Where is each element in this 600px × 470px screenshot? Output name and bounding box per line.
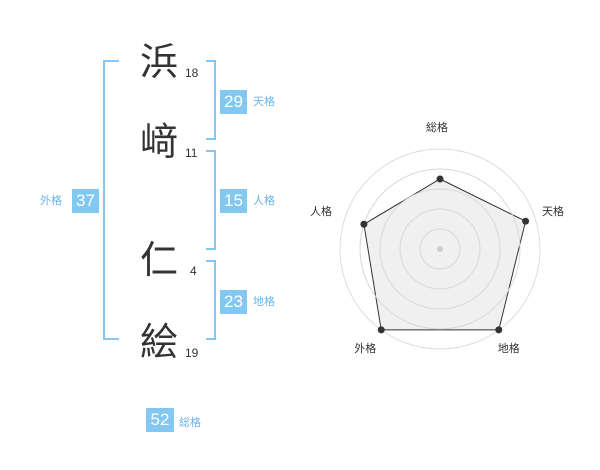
chikaku-value: 23 xyxy=(220,290,247,314)
radar-axis-label-4: 人格 xyxy=(309,205,332,219)
bracket-tenkaku xyxy=(206,60,216,140)
radar-ring-2 xyxy=(399,208,481,290)
gaikaku-label: 外格 xyxy=(40,194,62,207)
stroke-count-4: 19 xyxy=(185,346,199,360)
bracket-gaikaku xyxy=(103,60,119,340)
radar-ring-4 xyxy=(359,168,521,330)
soukaku-label: 総格 xyxy=(179,416,201,429)
chikaku-label: 地格 xyxy=(253,295,275,308)
stroke-count-3: 4 xyxy=(190,264,197,278)
name-char-1: 浜 xyxy=(140,40,179,84)
radar-series xyxy=(363,178,527,331)
jinkaku-label: 人格 xyxy=(253,194,275,207)
name-char-4: 絵 xyxy=(140,320,179,364)
radar-axis-label-0: 総格 xyxy=(426,121,448,134)
bracket-jinkaku xyxy=(206,150,216,250)
radar-ring-1 xyxy=(419,228,461,270)
name-char-2: 﨑 xyxy=(140,120,179,164)
tenkaku-label: 天格 xyxy=(253,95,275,108)
radar-point-0 xyxy=(436,175,444,183)
radar-axis-label-3: 外格 xyxy=(354,341,377,355)
tenkaku-value: 29 xyxy=(220,90,247,114)
radar-center xyxy=(437,246,443,252)
radar-ring-3 xyxy=(379,188,501,310)
gaikaku-value: 37 xyxy=(72,189,99,213)
soukaku-value: 52 xyxy=(146,408,174,432)
stroke-count-1: 18 xyxy=(185,66,199,80)
name-char-3: 仁 xyxy=(140,238,179,282)
radar-point-1 xyxy=(522,217,530,225)
radar-axis-label-1: 天格 xyxy=(542,205,565,219)
jinkaku-value: 15 xyxy=(220,189,247,213)
radar-point-4 xyxy=(360,220,368,228)
bracket-chikaku xyxy=(206,260,216,340)
radar-axis-label-2: 地格 xyxy=(497,341,520,355)
stroke-count-2: 11 xyxy=(185,146,198,160)
radar-point-2 xyxy=(495,326,503,334)
radar-point-3 xyxy=(377,326,385,334)
